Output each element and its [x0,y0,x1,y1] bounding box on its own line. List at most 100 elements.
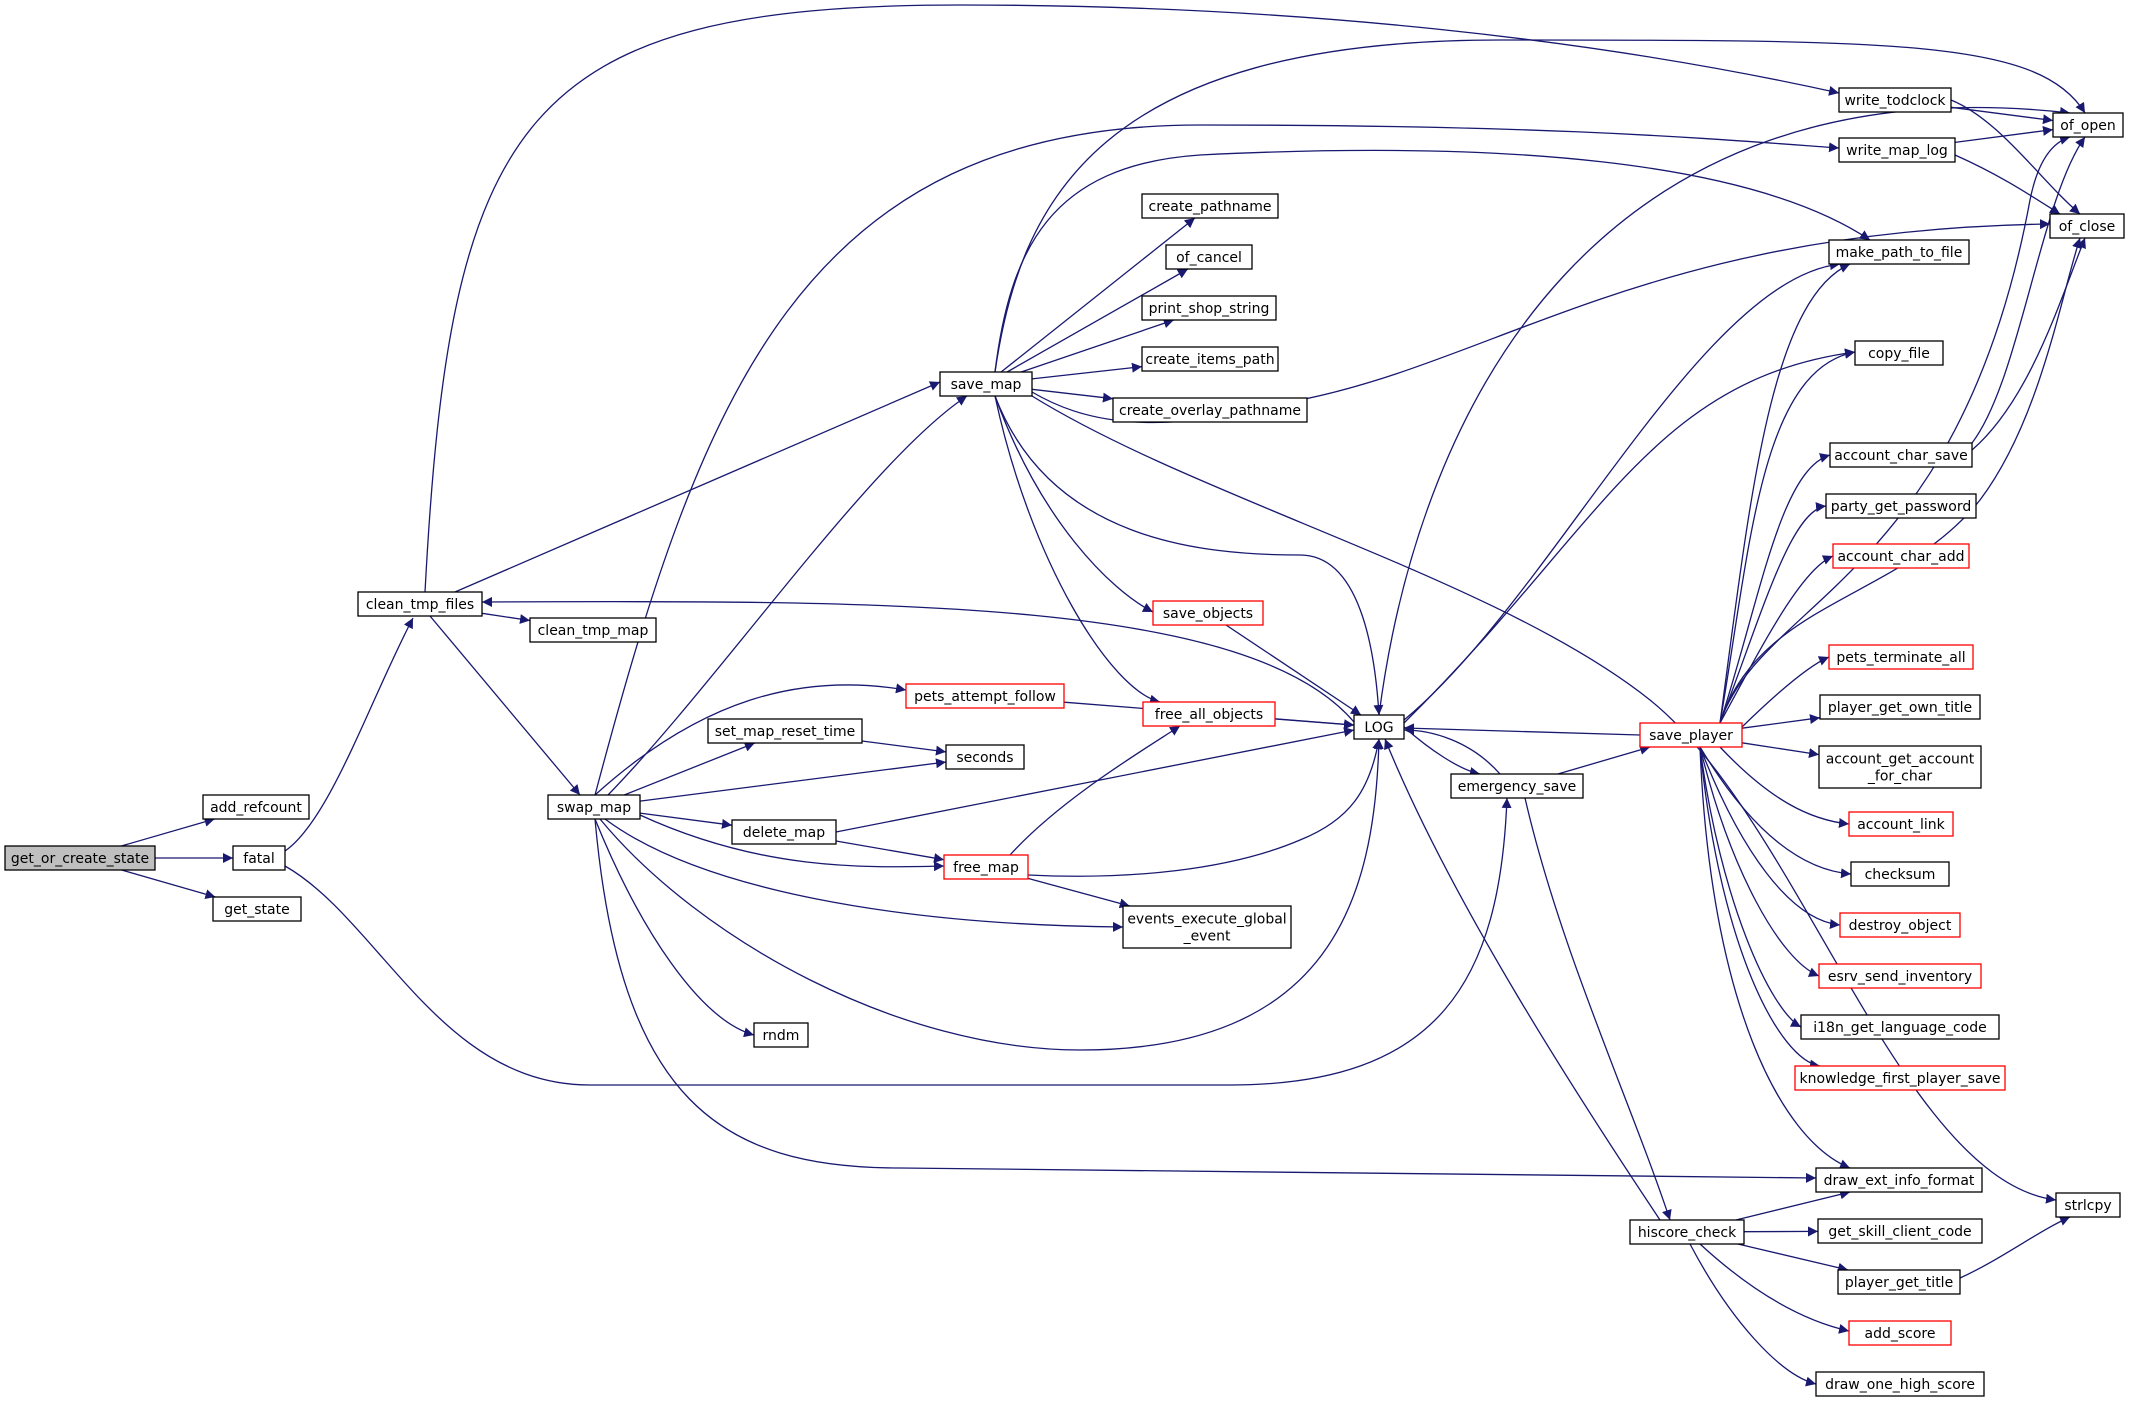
node-save-map[interactable]: save_map [939,371,1033,397]
node-player-get-own-title[interactable]: player_get_own_title [1819,694,1981,720]
node-write-map-log[interactable]: write_map_log [1838,137,1956,163]
node-label: destroy_object [1849,918,1952,934]
node-account-get-account-for-char[interactable]: account_get_account_for_char [1818,745,1982,789]
node-i18n-get-language-code[interactable]: i18n_get_language_code [1800,1014,2000,1040]
node-delete-map[interactable]: delete_map [731,819,837,845]
node-draw-one-high-score[interactable]: draw_one_high_score [1815,1371,1985,1397]
node-label: fatal [243,851,274,867]
node-seconds[interactable]: seconds [945,744,1025,770]
edge-save_player-to-LOG [1403,723,1641,736]
edge-save_player-to-esrv_send_inventory [1699,746,1820,977]
node-free-map[interactable]: free_map [943,854,1029,880]
node-get-skill-client-code[interactable]: get_skill_client_code [1817,1218,1983,1244]
edge-set_map_reset_time-to-seconds [861,740,947,756]
node-box [1838,137,1956,163]
node-get-state[interactable]: get_state [212,896,302,922]
edge-write_todclock-to-of_open [1950,106,2054,125]
edge-free_map-to-free_all_objects [1009,725,1181,856]
node-account-link[interactable]: account_link [1848,811,1954,837]
edge-save_map-to-create_items_path [1031,362,1143,380]
edge-LOG-to-copy_file [1403,348,1856,724]
edge-write_map_log-to-of_close [1954,154,2061,215]
node-draw-ext-info-format[interactable]: draw_ext_info_format [1815,1167,1983,1193]
edge-save_player-to-i18n_get_language_code [1699,746,1802,1028]
node-create-items-path[interactable]: create_items_path [1141,346,1279,372]
edge-free_map-to-events_execute_global_event [1027,877,1130,909]
edge-get_or_create_state-to-add_refcount [121,816,215,847]
node-label: create_pathname [1149,199,1272,215]
node-box [1141,295,1277,321]
node-emergency-save[interactable]: emergency_save [1450,773,1584,799]
node-account-char-save[interactable]: account_char_save [1829,442,1973,468]
node-create-pathname[interactable]: create_pathname [1141,193,1279,219]
node-clean-tmp-files[interactable]: clean_tmp_files [357,591,483,617]
node-get-or-create-state[interactable]: get_or_create_state [4,845,156,871]
node-esrv-send-inventory[interactable]: esrv_send_inventory [1818,963,1982,989]
node-of-cancel[interactable]: of_cancel [1165,244,1253,270]
node-set-map-reset-time[interactable]: set_map_reset_time [707,718,863,744]
node-box [1825,493,1977,519]
node-fatal[interactable]: fatal [232,845,286,871]
node-label: copy_file [1868,346,1930,362]
node-box [202,794,310,820]
edge-swap_map-to-rndm [594,818,755,1038]
node-box [1141,193,1279,219]
node-events-execute-global-event[interactable]: events_execute_global_event [1122,905,1292,949]
edge-save_player-to-destroy_object [1699,746,1841,929]
node-swap-map[interactable]: swap_map [547,794,641,820]
node-player-get-title[interactable]: player_get_title [1837,1269,1961,1295]
edge-emergency_save-to-save_player [1557,745,1651,775]
node-of-open[interactable]: of_open [2052,112,2124,138]
node-box [547,794,641,820]
node-label: pets_attempt_follow [914,689,1056,705]
edge-save_map-to-of_close [1031,219,2051,424]
node-label: knowledge_first_player_save [1799,1071,2000,1087]
node-print-shop-string[interactable]: print_shop_string [1141,295,1277,321]
node-box [357,591,483,617]
edge-account_char_save-to-of_open [1971,136,2086,444]
node-of-close[interactable]: of_close [2049,213,2125,239]
node-create-overlay-pathname[interactable]: create_overlay_pathname [1112,397,1308,423]
node-hiscore-check[interactable]: hiscore_check [1629,1219,1745,1245]
node-label: strlcpy [2064,1198,2111,1214]
node-box [731,819,837,845]
node-label: clean_tmp_files [366,597,474,613]
edge-emergency_save-to-hiscore_check [1524,797,1672,1221]
node-free-all-objects[interactable]: free_all_objects [1142,701,1276,727]
node-add-refcount[interactable]: add_refcount [202,794,310,820]
node-make-path-to-file[interactable]: make_path_to_file [1828,239,1970,265]
edge-save_map-to-strlcpy [1031,395,2057,1204]
node-copy-file[interactable]: copy_file [1854,340,1944,366]
node-strlcpy[interactable]: strlcpy [2055,1192,2121,1218]
node-pets-terminate-all[interactable]: pets_terminate_all [1828,644,1974,670]
node-box [2049,213,2125,239]
node-label: hiscore_check [1638,1225,1737,1241]
node-box [1848,811,1954,837]
node-account-char-add[interactable]: account_char_add [1832,543,1970,569]
edge-save_map-to-make_path_to_file [994,149,1871,373]
edge-swap_map-to-LOG [599,738,1384,1051]
edge-player_get_title-to-strlcpy [1959,1216,2071,1279]
node-box [1794,1065,2006,1091]
node-LOG[interactable]: LOG [1353,714,1405,740]
node-rndm[interactable]: rndm [753,1022,809,1048]
node-pets-attempt-follow[interactable]: pets_attempt_follow [905,683,1065,709]
node-clean-tmp-map[interactable]: clean_tmp_map [529,617,657,643]
node-party-get-password[interactable]: party_get_password [1825,493,1977,519]
edge-LOG-to-clean_tmp_files [481,596,1355,723]
node-save-player[interactable]: save_player [1639,722,1743,748]
edge-swap_map-to-draw_ext_info_format [594,818,1817,1183]
node-checksum[interactable]: checksum [1850,861,1950,887]
node-write-todclock[interactable]: write_todclock [1838,87,1952,113]
node-box [1639,722,1743,748]
node-knowledge-first-player-save[interactable]: knowledge_first_player_save [1794,1065,2006,1091]
node-box [1817,1218,1983,1244]
edge-hiscore_check-to-draw_one_high_score [1689,1243,1817,1387]
node-save-objects[interactable]: save_objects [1152,600,1264,626]
edge-save_player-to-make_path_to_file [1719,263,1851,724]
node-label: delete_map [743,825,825,841]
node-add-score[interactable]: add_score [1848,1320,1952,1346]
node-box [753,1022,809,1048]
node-destroy-object[interactable]: destroy_object [1839,912,1961,938]
